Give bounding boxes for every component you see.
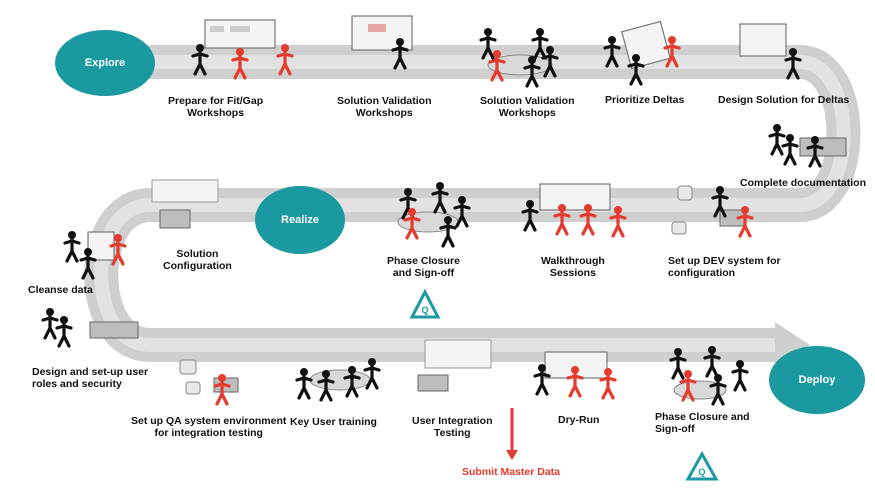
server-icon <box>179 185 693 395</box>
person-black-icon <box>55 316 73 348</box>
person-red-icon <box>679 370 697 402</box>
person-black-icon <box>669 348 687 380</box>
step-complete-documentation: Complete documentation <box>740 177 867 189</box>
person-black-icon <box>806 136 824 168</box>
person-black-icon <box>363 358 381 390</box>
person-red-icon <box>579 204 597 236</box>
person-black-icon <box>317 370 335 402</box>
person-black-icon <box>399 188 417 220</box>
person-red-icon <box>736 206 754 238</box>
person-red-icon <box>231 48 249 80</box>
quality-gate-icon: Q <box>409 288 441 319</box>
svg-text:Q: Q <box>698 467 705 477</box>
deploy-phase-circle <box>769 346 865 414</box>
person-black-icon <box>533 364 551 396</box>
person-black-icon <box>431 182 449 214</box>
person-black-icon <box>41 308 59 340</box>
person-black-icon <box>479 28 497 60</box>
person-black-icon <box>439 216 457 248</box>
realize-phase-circle <box>255 186 345 254</box>
person-black-icon <box>541 46 559 78</box>
person-black-icon <box>523 56 541 88</box>
person-red-icon <box>566 366 584 398</box>
person-red-icon <box>663 36 681 68</box>
explore-phase-circle <box>55 30 155 96</box>
person-black-icon <box>784 48 802 80</box>
submit-arrow-head <box>506 450 518 460</box>
submit-master-data-label: Submit Master Data <box>462 466 561 478</box>
person-red-icon <box>213 374 231 406</box>
person-black-icon <box>768 124 786 156</box>
svg-text:Q: Q <box>421 305 428 315</box>
person-black-icon <box>79 248 97 280</box>
people-group <box>41 28 824 406</box>
person-black-icon <box>521 200 539 232</box>
person-black-icon <box>391 38 409 70</box>
person-black-icon <box>627 54 645 86</box>
person-red-icon <box>488 50 506 82</box>
person-black-icon <box>709 374 727 406</box>
person-black-icon <box>531 28 549 60</box>
step-dry-run: Dry-Run <box>558 414 600 426</box>
person-red-icon <box>609 206 627 238</box>
realize-phase-label: Realize <box>281 214 319 226</box>
person-black-icon <box>191 44 209 76</box>
step-cleanse-data: Cleanse data <box>28 284 93 296</box>
step-key-user-training: Key User training <box>290 416 377 428</box>
step-design-solution: Design Solution for Deltas <box>718 94 850 106</box>
explore-phase-label: Explore <box>84 57 126 69</box>
person-black-icon <box>343 366 361 398</box>
person-black-icon <box>703 346 721 378</box>
person-red-icon <box>599 368 617 400</box>
quality-gate-icon: Q <box>685 450 719 481</box>
step-prioritize-deltas: Prioritize Deltas <box>605 94 685 106</box>
deploy-phase-label: Deploy <box>798 374 836 386</box>
person-red-icon <box>403 208 421 240</box>
presentation-board-icon <box>87 15 787 379</box>
person-red-icon <box>109 234 127 266</box>
person-black-icon <box>453 196 471 228</box>
person-red-icon <box>276 44 294 76</box>
person-black-icon <box>295 368 313 400</box>
person-black-icon <box>781 134 799 166</box>
person-black-icon <box>63 231 81 263</box>
person-black-icon <box>731 360 749 392</box>
person-black-icon <box>711 186 729 218</box>
person-red-icon <box>553 204 571 236</box>
person-black-icon <box>603 36 621 68</box>
